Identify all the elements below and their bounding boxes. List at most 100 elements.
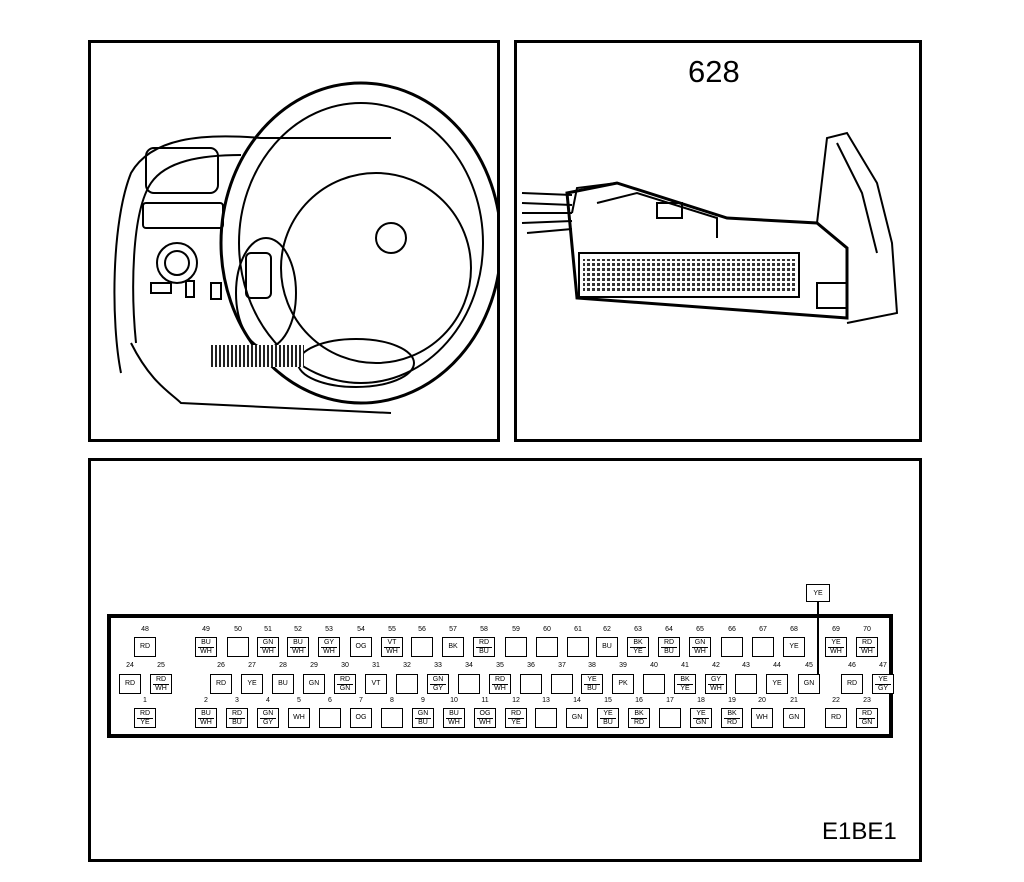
pin-cell [536,637,558,657]
pin-cell [520,674,542,694]
wire-color-code: YE [247,680,257,687]
wire-color-code: WH [153,683,169,693]
pin-cell: YE [766,674,788,694]
pin-number: 62 [603,626,611,633]
external-wire-box: YE [806,584,830,602]
wire-color-code: YE [508,717,524,727]
wire-color-code: RD [215,680,227,687]
wire-color-code: YE [878,675,888,683]
pin-number: 38 [588,662,596,669]
wire-color-code: RD [139,709,151,717]
wire-color-code: RD [339,675,351,683]
wire-color-code: YE [587,675,597,683]
pin-number: 52 [294,626,302,633]
wire-color-code: WH [198,646,214,656]
pin-number: 23 [863,697,871,704]
pin-cell: GN [303,674,325,694]
pin-number: 42 [712,662,720,669]
pin-number: 49 [202,626,210,633]
pin-cell: RD [210,674,232,694]
pin-cell [381,708,403,728]
pin-cell [659,708,681,728]
pin-number: 44 [773,662,781,669]
wire-color-code: WH [384,646,400,656]
wire-color-code: RD [663,638,675,646]
wire-color-code: RD [631,717,647,727]
pin-cell [735,674,757,694]
wire-color-code: WH [198,717,214,727]
pin-cell: RD [134,637,156,657]
pin-number: 60 [543,626,551,633]
pin-number: 11 [481,697,489,704]
wire-color-code: GN [337,683,353,693]
pin-cell: BU [596,637,618,657]
wire-color-code: WH [446,717,462,727]
pin-number: 64 [665,626,673,633]
pin-number: 21 [790,697,798,704]
wire-color-code: RD [861,638,873,646]
pin-number: 25 [157,662,165,669]
pin-cell: WH [751,708,773,728]
pin-number: 5 [297,697,301,704]
wire-color-code: VT [387,638,397,646]
wire-color-code: WH [321,646,337,656]
pin-number: 37 [558,662,566,669]
pin-number: 65 [696,626,704,633]
pin-number: 28 [279,662,287,669]
wire-color-code: YE [789,643,799,650]
pin-number: 66 [728,626,736,633]
pin-number: 55 [388,626,396,633]
wire-color-code: GN [693,717,709,727]
pin-number: 63 [634,626,642,633]
wire-color-code: GN [417,709,429,717]
pin-cell: OG [350,708,372,728]
pin-cell: YE [241,674,263,694]
wire-color-code: GN [262,638,274,646]
pin-number: 39 [619,662,627,669]
wire-color-code: GN [262,709,274,717]
pin-number: 12 [512,697,520,704]
wire-color-code: OG [355,643,367,650]
wire-color-code: BU [584,683,600,693]
wire-color-code: GY [430,683,446,693]
wire-color-code: YE [677,683,693,693]
pin-cell [411,637,433,657]
wire-color-code: BK [633,638,643,646]
pin-number: 57 [449,626,457,633]
wire-color-code: RD [846,680,858,687]
wire-color-code: GN [803,680,815,687]
pin-cell: BK [442,637,464,657]
pin-number: 40 [650,662,658,669]
wire-color-code: OG [355,714,367,721]
dashboard-illustration-panel [88,40,500,442]
pin-cell [458,674,480,694]
wire-color-code: BU [449,709,459,717]
connector-illustration-panel [514,40,922,442]
pin-cell: GN [783,708,805,728]
pin-number: 18 [697,697,705,704]
pin-cell: PK [612,674,634,694]
pin-number: 14 [573,697,581,704]
pin-cell: OG [350,637,372,657]
external-wire-line [817,602,819,676]
wire-color-code: YE [137,717,153,727]
wire-color-code: BU [229,717,245,727]
pin-cell: GN [566,708,588,728]
pin-number: 15 [604,697,612,704]
pin-cell: RD [119,674,141,694]
